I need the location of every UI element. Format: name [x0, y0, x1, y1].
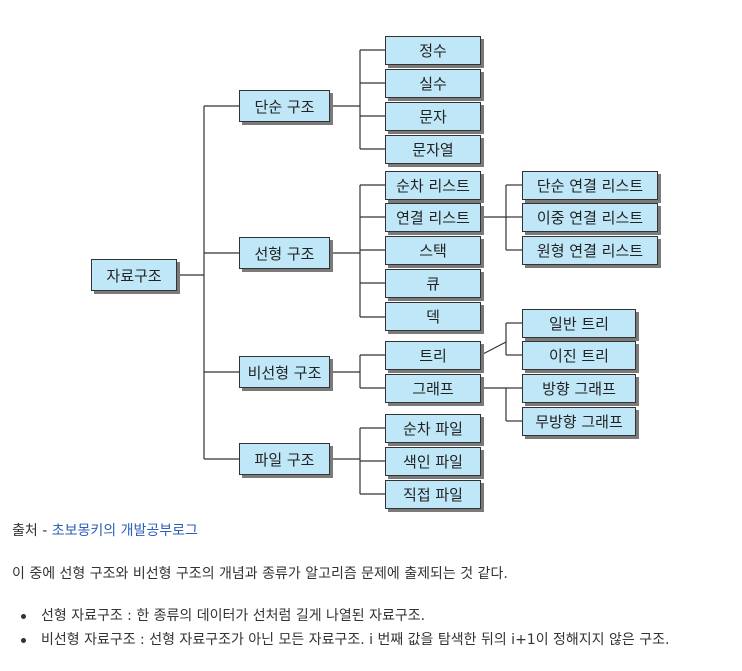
node-direct-file: 직접 파일 — [385, 480, 481, 509]
bullet-list: 선형 자료구조 : 한 종류의 데이터가 선처럼 길게 나열된 자료구조. 비선… — [12, 604, 669, 652]
node-singly-linked-list: 단순 연결 리스트 — [522, 171, 658, 200]
connector-lines — [178, 49, 522, 495]
node-simple-structure: 단순 구조 — [239, 90, 330, 122]
source-prefix: 출처 - — [12, 523, 52, 539]
list-item: 비선형 자료구조 : 선형 자료구조가 아닌 모든 자료구조. i 번째 값을 … — [12, 628, 669, 652]
source-link[interactable]: 초보몽키의 개발공부로그 — [51, 523, 198, 539]
description-text: 이 중에 선형 구조와 비선형 구조의 개념과 종류가 알고리즘 문제에 출제되… — [12, 566, 508, 582]
list-item: 선형 자료구조 : 한 종류의 데이터가 선처럼 길게 나열된 자료구조. — [12, 604, 669, 628]
node-sequential-file: 순차 파일 — [385, 414, 481, 443]
node-deque: 덱 — [385, 302, 481, 331]
node-directed-graph: 방향 그래프 — [522, 374, 636, 403]
data-structure-diagram: 자료구조 단순 구조 선형 구조 비선형 구조 파일 구조 정수 실수 문자 문… — [91, 36, 658, 509]
node-undirected-graph: 무방향 그래프 — [522, 407, 636, 436]
node-circular-linked-list: 원형 연결 리스트 — [522, 236, 658, 265]
node-indexed-file: 색인 파일 — [385, 447, 481, 476]
node-queue: 큐 — [385, 269, 481, 298]
node-tree: 트리 — [385, 341, 481, 370]
node-data-structure: 자료구조 — [91, 259, 177, 291]
node-file-structure: 파일 구조 — [239, 443, 330, 475]
node-general-tree: 일반 트리 — [522, 309, 636, 338]
node-integer: 정수 — [385, 36, 481, 65]
node-char: 문자 — [385, 102, 481, 131]
node-graph: 그래프 — [385, 374, 481, 403]
node-stack: 스택 — [385, 236, 481, 265]
node-nonlinear-structure: 비선형 구조 — [239, 356, 330, 388]
node-real: 실수 — [385, 69, 481, 98]
node-linked-list: 연결 리스트 — [385, 203, 481, 232]
node-binary-tree: 이진 트리 — [522, 341, 636, 370]
node-sequential-list: 순차 리스트 — [385, 171, 481, 200]
node-string: 문자열 — [385, 135, 481, 164]
source-line: 출처 - 초보몽키의 개발공부로그 — [12, 520, 198, 540]
node-linear-structure: 선형 구조 — [239, 237, 330, 269]
node-doubly-linked-list: 이중 연결 리스트 — [522, 203, 658, 232]
